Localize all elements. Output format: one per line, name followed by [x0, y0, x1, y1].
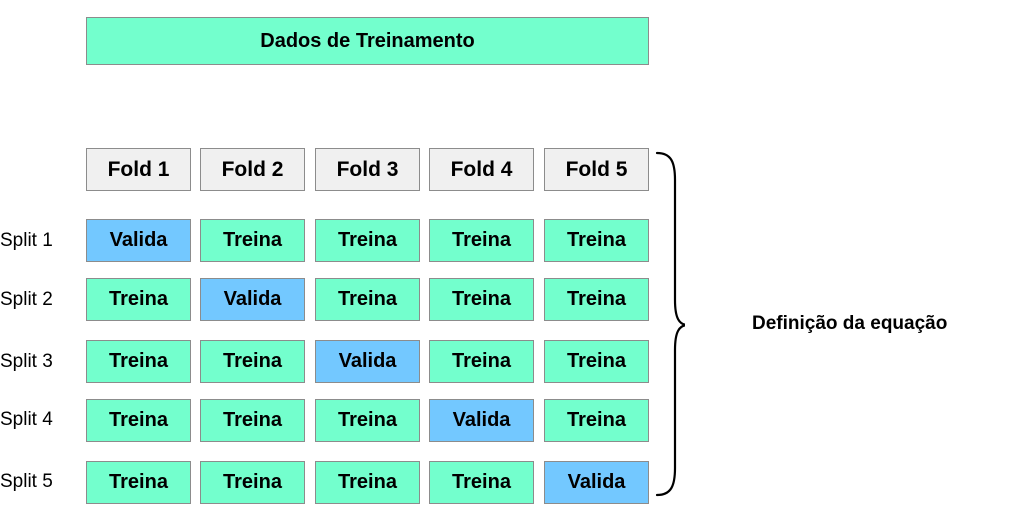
fold-header-2: Fold 2	[200, 148, 305, 191]
training-cell-split5-fold1: Treina	[86, 461, 191, 504]
training-cell-split3-fold4: Treina	[429, 340, 534, 383]
validation-cell-split5-fold5: Valida	[544, 461, 649, 504]
fold-header-1: Fold 1	[86, 148, 191, 191]
training-cell-split2-fold4: Treina	[429, 278, 534, 321]
training-cell-split3-fold2: Treina	[200, 340, 305, 383]
validation-cell-split4-fold4: Valida	[429, 399, 534, 442]
training-cell-split4-fold2: Treina	[200, 399, 305, 442]
training-cell-split1-fold3: Treina	[315, 219, 420, 262]
training-data-bar: Dados de Treinamento	[86, 17, 649, 65]
split-label-1: Split 1	[0, 230, 53, 251]
validation-cell-split3-fold3: Valida	[315, 340, 420, 383]
training-cell-split4-fold5: Treina	[544, 399, 649, 442]
fold-header-4: Fold 4	[429, 148, 534, 191]
training-cell-split3-fold1: Treina	[86, 340, 191, 383]
training-cell-split3-fold5: Treina	[544, 340, 649, 383]
split-label-2: Split 2	[0, 289, 53, 310]
validation-cell-split1-fold1: Valida	[86, 219, 191, 262]
brace-label: Definição da equação	[752, 313, 948, 334]
training-cell-split4-fold3: Treina	[315, 399, 420, 442]
training-cell-split2-fold1: Treina	[86, 278, 191, 321]
training-cell-split5-fold4: Treina	[429, 461, 534, 504]
fold-header-5: Fold 5	[544, 148, 649, 191]
validation-cell-split2-fold2: Valida	[200, 278, 305, 321]
curly-brace-icon	[655, 151, 685, 497]
training-cell-split5-fold2: Treina	[200, 461, 305, 504]
training-cell-split4-fold1: Treina	[86, 399, 191, 442]
training-cell-split2-fold3: Treina	[315, 278, 420, 321]
training-cell-split1-fold2: Treina	[200, 219, 305, 262]
training-cell-split2-fold5: Treina	[544, 278, 649, 321]
split-label-4: Split 4	[0, 409, 53, 430]
training-cell-split1-fold5: Treina	[544, 219, 649, 262]
fold-header-3: Fold 3	[315, 148, 420, 191]
training-cell-split5-fold3: Treina	[315, 461, 420, 504]
training-cell-split1-fold4: Treina	[429, 219, 534, 262]
split-label-3: Split 3	[0, 351, 53, 372]
split-label-5: Split 5	[0, 471, 53, 492]
